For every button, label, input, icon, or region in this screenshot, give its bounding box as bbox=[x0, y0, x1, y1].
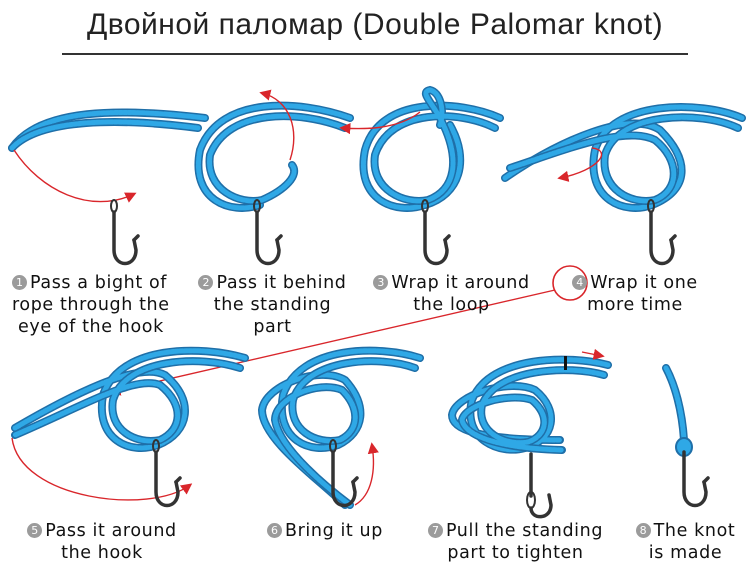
step-7-line-1: Pull the standing bbox=[445, 521, 604, 541]
step-4-line-1: Wrap it one bbox=[590, 273, 698, 293]
step-5-badge: 5 bbox=[27, 523, 43, 538]
step-2-hook-icon bbox=[253, 199, 283, 266]
step-7-rope bbox=[447, 355, 612, 454]
step-2-line-3: part bbox=[253, 317, 292, 337]
step-4-to-5-arrow bbox=[109, 289, 556, 396]
step-1-illustration bbox=[8, 108, 209, 266]
step-4-rope bbox=[501, 103, 746, 212]
step-2-rope bbox=[194, 101, 354, 212]
step-8-illustration bbox=[662, 364, 710, 508]
step-1-hook-icon bbox=[110, 199, 140, 266]
step-2-arrow bbox=[259, 89, 295, 161]
step-2-line-2: the standing bbox=[213, 295, 332, 315]
step-3-line-2: the loop bbox=[413, 295, 490, 315]
step-4-hook-icon bbox=[647, 199, 677, 266]
step-4-highlight-ring bbox=[552, 265, 588, 301]
step-4-arrow bbox=[557, 147, 603, 182]
step-8-hook-icon bbox=[682, 450, 710, 508]
title-underline bbox=[62, 53, 688, 55]
step-4-badge: 4 bbox=[572, 275, 588, 290]
step-2-badge: 2 bbox=[198, 275, 214, 290]
step-3-hook-icon bbox=[421, 199, 451, 266]
step-5-line-1: Pass it around bbox=[45, 521, 177, 541]
step-3-line-1: Wrap it around bbox=[391, 273, 530, 293]
step-8-badge: 8 bbox=[635, 523, 651, 538]
step-8-rope bbox=[662, 364, 693, 457]
step-1-arrow bbox=[13, 149, 137, 203]
step-7-badge: 7 bbox=[427, 523, 443, 538]
step-5-arrow bbox=[11, 437, 193, 501]
step-6-arrow bbox=[354, 442, 379, 506]
step-5-hook-icon bbox=[152, 439, 182, 508]
step-7-illustration bbox=[447, 348, 612, 519]
step-1-badge: 1 bbox=[12, 275, 27, 290]
step-3-illustration bbox=[339, 85, 504, 266]
step-7-hook-icon bbox=[526, 452, 553, 519]
step-2-line-1: Pass it behind bbox=[216, 273, 347, 293]
step-8-line-1: The knot bbox=[653, 521, 736, 541]
step-6-rope bbox=[257, 346, 424, 509]
step-6-line-1: Bring it up bbox=[285, 521, 383, 541]
step-6-illustration bbox=[257, 346, 424, 509]
step-3-rope bbox=[359, 85, 504, 212]
step-3-badge: 3 bbox=[373, 275, 389, 290]
step-2-illustration bbox=[194, 89, 354, 266]
step-7-arrow bbox=[581, 348, 605, 360]
step-5-rope bbox=[11, 346, 249, 452]
step-8-line-2: is made bbox=[648, 543, 723, 563]
step-4-line-2: more time bbox=[587, 295, 683, 315]
step-6-badge: 6 bbox=[267, 523, 283, 538]
step-1-line-1: Pass a bight of bbox=[30, 273, 168, 293]
step-5-line-2: the hook bbox=[61, 543, 143, 563]
step-1-line-2: rope through the bbox=[12, 295, 170, 315]
step-4-illustration bbox=[501, 103, 746, 266]
step-1-rope bbox=[8, 108, 209, 152]
step-6-hook-icon bbox=[329, 439, 359, 508]
page-title: Двойной паломар (Double Palomar knot) bbox=[86, 8, 664, 41]
step-3-arrow bbox=[339, 111, 421, 135]
step-1-line-3: eye of the hook bbox=[18, 317, 164, 337]
step-5-illustration bbox=[11, 346, 249, 508]
step-7-marker bbox=[564, 356, 567, 370]
step-7-line-2: part to tighten bbox=[447, 543, 584, 563]
